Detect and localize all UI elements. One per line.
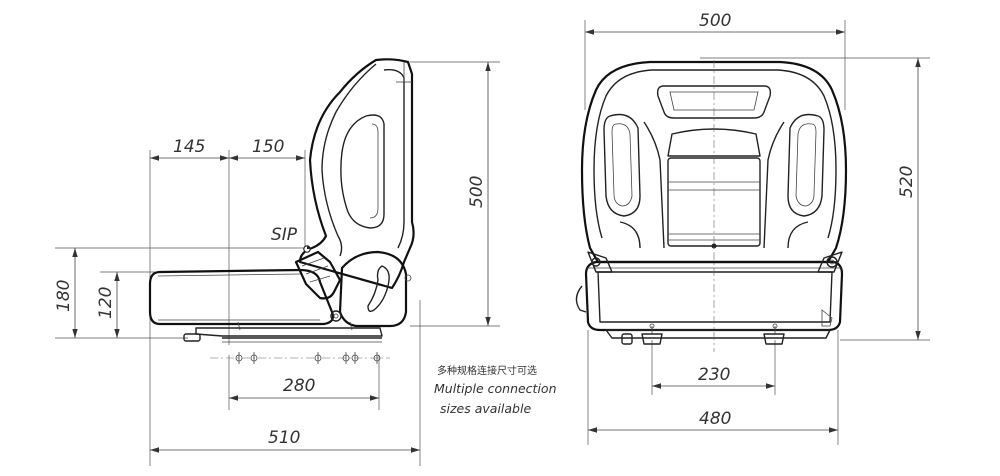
side-backrest-cutout <box>340 114 385 229</box>
dim-150: 150 <box>252 137 284 157</box>
dim-145: 145 <box>173 137 205 157</box>
sip-label: SIP <box>271 225 298 245</box>
front-dimensions <box>585 29 921 433</box>
dim-180: 180 <box>54 280 74 312</box>
dim-230: 230 <box>698 365 730 385</box>
side-view: SIP <box>54 58 500 466</box>
front-view: 500 520 230 480 <box>575 11 930 445</box>
side-seat-cushion <box>148 268 335 326</box>
connection-note: 多种规格连接尺寸可选 Multiple connection sizes ava… <box>434 364 557 416</box>
front-top-pad <box>656 85 772 119</box>
front-right-bolster <box>787 113 825 217</box>
front-left-bolster <box>603 113 641 217</box>
side-extension-lines <box>55 61 500 466</box>
side-adjust-slot <box>367 265 390 313</box>
front-center-panel <box>667 128 761 157</box>
dim-510: 510 <box>268 428 300 448</box>
side-hinge-bracket <box>338 250 408 328</box>
note-chinese: 多种规格连接尺寸可选 <box>437 364 537 377</box>
dim-520: 520 <box>897 166 917 198</box>
front-rail <box>605 329 831 339</box>
note-line-2: sizes available <box>440 401 531 416</box>
side-adjust-lever <box>294 250 342 300</box>
side-dimensions <box>72 62 491 453</box>
note-line-1: Multiple connection <box>434 381 557 396</box>
mounting-hole-pattern <box>210 352 390 364</box>
side-backrest-shell <box>298 58 415 290</box>
dim-500-height: 500 <box>467 176 487 208</box>
dim-280: 280 <box>283 376 315 396</box>
dim-500-width: 500 <box>699 11 731 31</box>
side-slide-rail <box>195 327 383 337</box>
dim-120: 120 <box>96 287 116 319</box>
dim-480: 480 <box>699 409 731 429</box>
